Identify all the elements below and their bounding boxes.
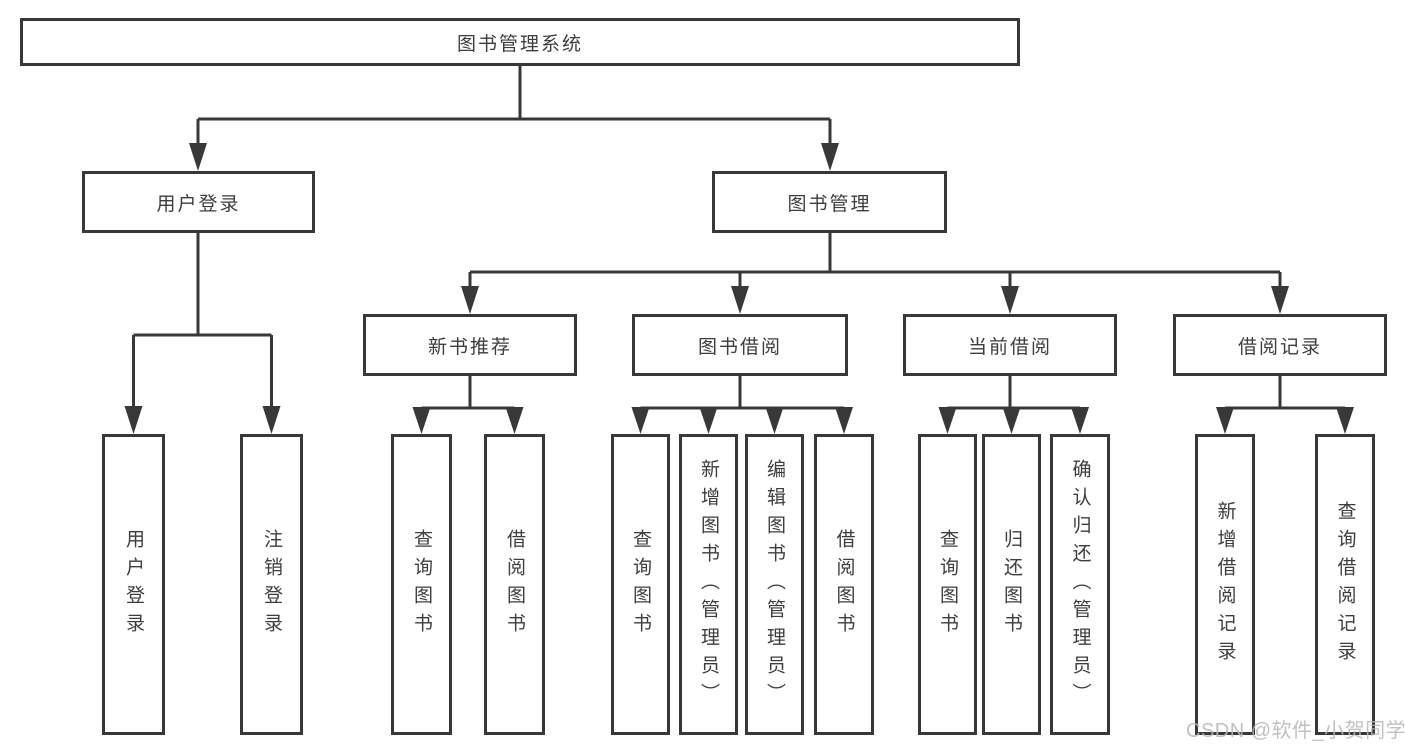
node-book-management: 图书管理 — [712, 171, 947, 233]
node-user-login-label: 用户登录 — [156, 193, 241, 215]
leaf-add-books-admin: 新增图书（管理员） — [679, 434, 738, 735]
node-book-borrowing: 图书借阅 — [632, 314, 848, 376]
leaf-borrow-books: 借阅图书 — [814, 434, 874, 735]
leaf-query-books-recommend: 查询图书 — [391, 434, 452, 735]
leaf-borrow-books-recommend-label: 借阅图书 — [504, 528, 525, 641]
leaf-query-books-borrow: 查询图书 — [611, 434, 670, 735]
leaf-query-books-borrow-label: 查询图书 — [630, 528, 651, 641]
leaf-edit-books-admin-label: 编辑图书（管理员） — [764, 458, 785, 711]
node-user-login: 用户登录 — [82, 171, 315, 233]
leaf-confirm-return-admin-label: 确认归还（管理员） — [1069, 458, 1091, 711]
leaf-user-login: 用户登录 — [102, 434, 165, 735]
leaf-logout-label: 注销登录 — [261, 528, 282, 641]
leaf-borrow-books-recommend: 借阅图书 — [484, 434, 545, 735]
leaf-query-borrow-record: 查询借阅记录 — [1315, 434, 1375, 735]
leaf-confirm-return-admin: 确认归还（管理员） — [1050, 434, 1110, 735]
leaf-add-borrow-record: 新增借阅记录 — [1195, 434, 1255, 735]
leaf-add-borrow-record-label: 新增借阅记录 — [1214, 500, 1236, 669]
leaf-query-books-recommend-label: 查询图书 — [411, 528, 432, 641]
leaf-logout: 注销登录 — [240, 434, 303, 735]
leaf-query-books-current-label: 查询图书 — [937, 528, 958, 641]
leaf-edit-books-admin: 编辑图书（管理员） — [745, 434, 804, 735]
leaf-user-login-label: 用户登录 — [123, 528, 144, 641]
leaf-add-books-admin-label: 新增图书（管理员） — [698, 458, 719, 711]
node-new-book-recommendation: 新书推荐 — [363, 314, 577, 376]
leaf-return-books: 归还图书 — [982, 434, 1041, 735]
leaf-query-books-current: 查询图书 — [918, 434, 977, 735]
node-book-borrowing-label: 图书借阅 — [697, 336, 782, 358]
root-node: 图书管理系统 — [20, 18, 1020, 66]
watermark: CSDN @软件_小贺同学 — [1186, 720, 1405, 742]
node-new-book-recommendation-label: 新书推荐 — [427, 336, 512, 358]
node-current-borrowing-label: 当前借阅 — [967, 336, 1052, 358]
leaf-borrow-books-label: 借阅图书 — [833, 528, 855, 641]
root-node-label: 图书管理系统 — [456, 33, 583, 55]
node-current-borrowing: 当前借阅 — [903, 314, 1117, 376]
leaf-return-books-label: 归还图书 — [1001, 528, 1022, 641]
node-book-management-label: 图书管理 — [787, 193, 872, 215]
node-borrowing-records: 借阅记录 — [1173, 314, 1387, 376]
node-borrowing-records-label: 借阅记录 — [1237, 336, 1322, 358]
leaf-query-borrow-record-label: 查询借阅记录 — [1334, 500, 1356, 669]
